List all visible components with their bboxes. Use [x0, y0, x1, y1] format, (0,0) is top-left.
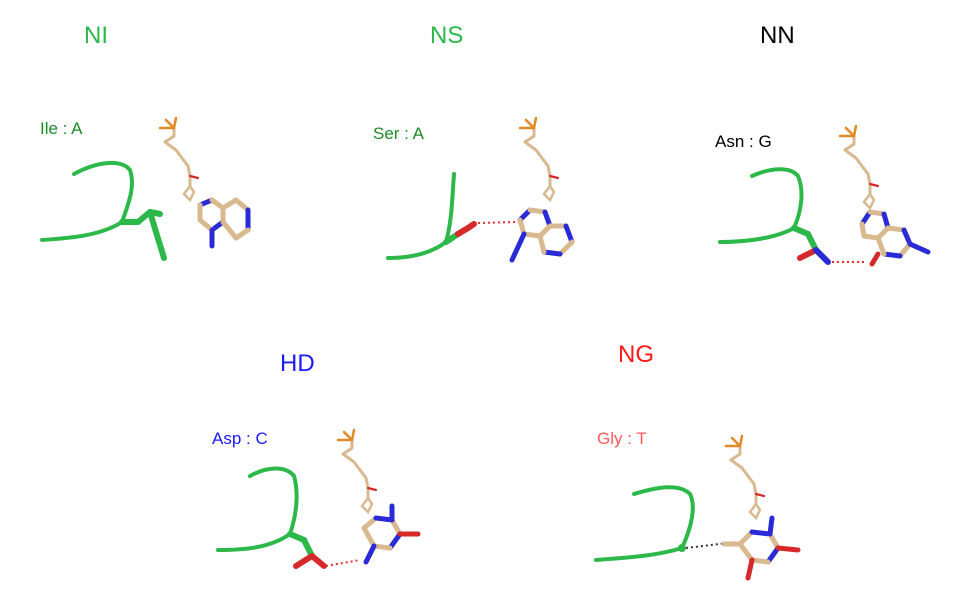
pair-label-nn: Asn : G [715, 132, 772, 151]
ng-structure [594, 434, 801, 581]
pair-label-ni: Ile : A [40, 119, 83, 138]
pair-label-hd: Asp : C [212, 429, 268, 448]
panel-title-hd: HD [280, 350, 315, 377]
hd-structure [216, 428, 421, 569]
panel-title-ng: NG [618, 341, 654, 368]
ng-thymine [721, 515, 801, 581]
panel-title-ns: NS [430, 22, 464, 49]
panel-title-ni: NI [84, 22, 108, 49]
nn-structure [718, 124, 931, 267]
ni-adenine [197, 197, 251, 249]
hd-cytosine [361, 503, 421, 565]
ns-structure [386, 116, 575, 263]
pair-label-ns: Ser : A [373, 124, 425, 143]
ni-structure [40, 116, 251, 261]
panel-title-nn: NN [760, 22, 795, 49]
nn-guanine [859, 209, 931, 267]
ns-adenine [509, 207, 575, 263]
pair-label-ng: Gly : T [597, 429, 647, 448]
